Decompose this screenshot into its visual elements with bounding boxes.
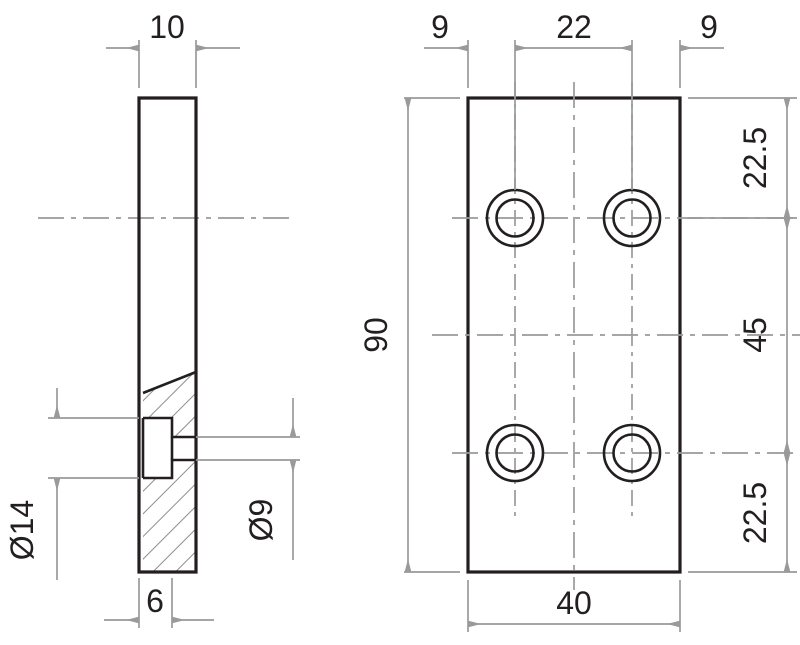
dim-edge-left-9: 9 [424,9,469,88]
dim-edge-left-9-label: 9 [431,9,449,45]
dim-thickness-10-label: 10 [149,9,185,45]
section-hatch-lower [143,460,196,572]
counterbored-hole-bottom-right [602,423,662,483]
dim-bottom-offset-22-5-label: 22.5 [737,482,773,544]
section-hatch-upper [143,372,196,437]
dim-top-offset-22-5-label: 22.5 [737,127,773,189]
counterbored-hole-bottom-left [485,423,545,483]
dim-counterbore-dia-14-label: Ø14 [4,500,40,560]
dim-hole-spacing-22-label: 22 [556,9,592,45]
dim-thickness-10: 10 [106,9,240,88]
dim-counterbore-depth-6-label: 6 [146,583,164,619]
front-view: 9 22 9 90 22.5 45 [358,9,800,632]
dim-edge-right-9-label: 9 [700,9,718,45]
dim-height-90: 90 [358,97,460,573]
dim-height-90-label: 90 [358,317,394,353]
dim-width-40-label: 40 [556,585,592,621]
side-view-plate-outline [137,96,198,574]
side-section-view: 10 Ø14 Ø9 6 [4,9,300,628]
dim-hole-dia-9-label: Ø9 [243,499,279,542]
dim-width-40: 40 [467,580,681,632]
dim-bottom-offset-22-5: 22.5 [688,453,797,573]
dim-hole-dia-9: Ø9 [196,398,300,560]
dim-row-spacing-45-label: 45 [737,317,773,353]
counterbore-lower-edge [143,458,196,480]
dim-top-offset-22-5: 22.5 [688,97,797,219]
dim-counterbore-depth-6: 6 [104,578,214,628]
dim-counterbore-dia-14: Ø14 [4,388,139,580]
dim-hole-spacing-22: 22 [514,9,633,190]
section-break-line [142,370,197,395]
dim-row-spacing-45: 45 [737,218,791,453]
dim-edge-right-9: 9 [679,9,724,88]
counterbore-upper-edge [143,416,196,439]
